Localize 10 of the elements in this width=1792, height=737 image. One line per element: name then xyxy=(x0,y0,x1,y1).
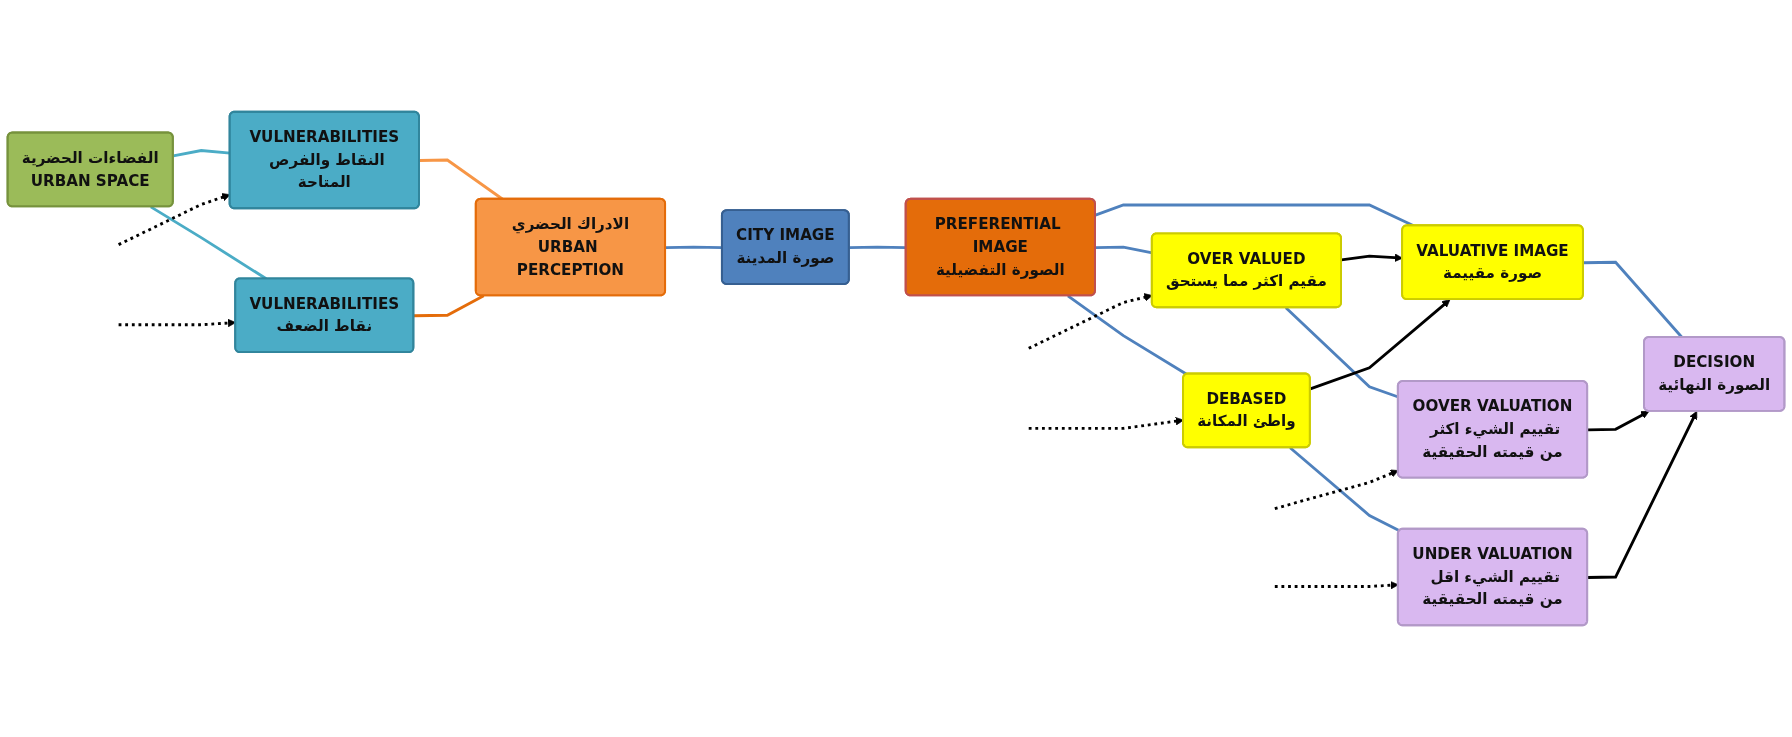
arrow xyxy=(1587,410,1650,432)
connector xyxy=(1583,260,1684,339)
connector xyxy=(1289,446,1401,533)
arrow xyxy=(1341,253,1403,262)
connector xyxy=(150,205,267,280)
connector xyxy=(413,294,485,318)
arrow xyxy=(1274,469,1399,510)
arrow xyxy=(1587,410,1698,579)
arrow xyxy=(1309,299,1451,391)
connector xyxy=(1067,294,1188,376)
